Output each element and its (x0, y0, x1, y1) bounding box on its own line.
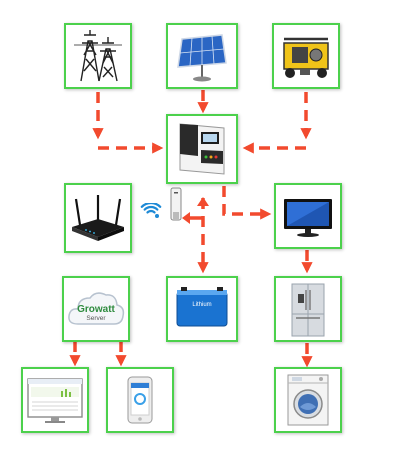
inverter-icon (179, 123, 225, 175)
generator-box (272, 23, 340, 89)
router-box (64, 183, 132, 253)
smartphone-box (106, 367, 174, 433)
battery-label: Lithium (192, 302, 211, 308)
refrigerator-box (274, 276, 342, 342)
washing-machine-icon (287, 374, 329, 426)
cloud-server-icon: Growatt Server (68, 292, 125, 325)
wifi-dongle-icon (170, 187, 182, 221)
transmission-tower-icon (74, 30, 122, 82)
battery-icon: Lithium (176, 287, 228, 327)
arrow-battery-up-head (197, 197, 209, 206)
monitor-box (21, 367, 89, 433)
tv-box (274, 183, 342, 249)
inverter-box (166, 114, 238, 184)
smartphone-icon (127, 376, 153, 424)
growatt-brand: Growatt (77, 304, 115, 315)
growatt-server-label: Server (86, 315, 106, 322)
arrow-inverter-left-head (182, 212, 190, 224)
cloud-server-box: Growatt Server (62, 276, 130, 342)
grid-box (64, 23, 132, 89)
solar-panel-icon (177, 34, 227, 82)
router-icon (72, 195, 124, 241)
wifi-icon (140, 203, 162, 218)
washing-machine-box (274, 367, 342, 433)
tv-icon (284, 199, 332, 237)
battery-box: Lithium (166, 276, 238, 342)
arrow-inverter-tv (222, 186, 272, 220)
solar-panel-box (166, 23, 238, 89)
monitor-icon (27, 378, 83, 423)
generator-icon (283, 37, 329, 78)
refrigerator-icon (291, 283, 325, 337)
